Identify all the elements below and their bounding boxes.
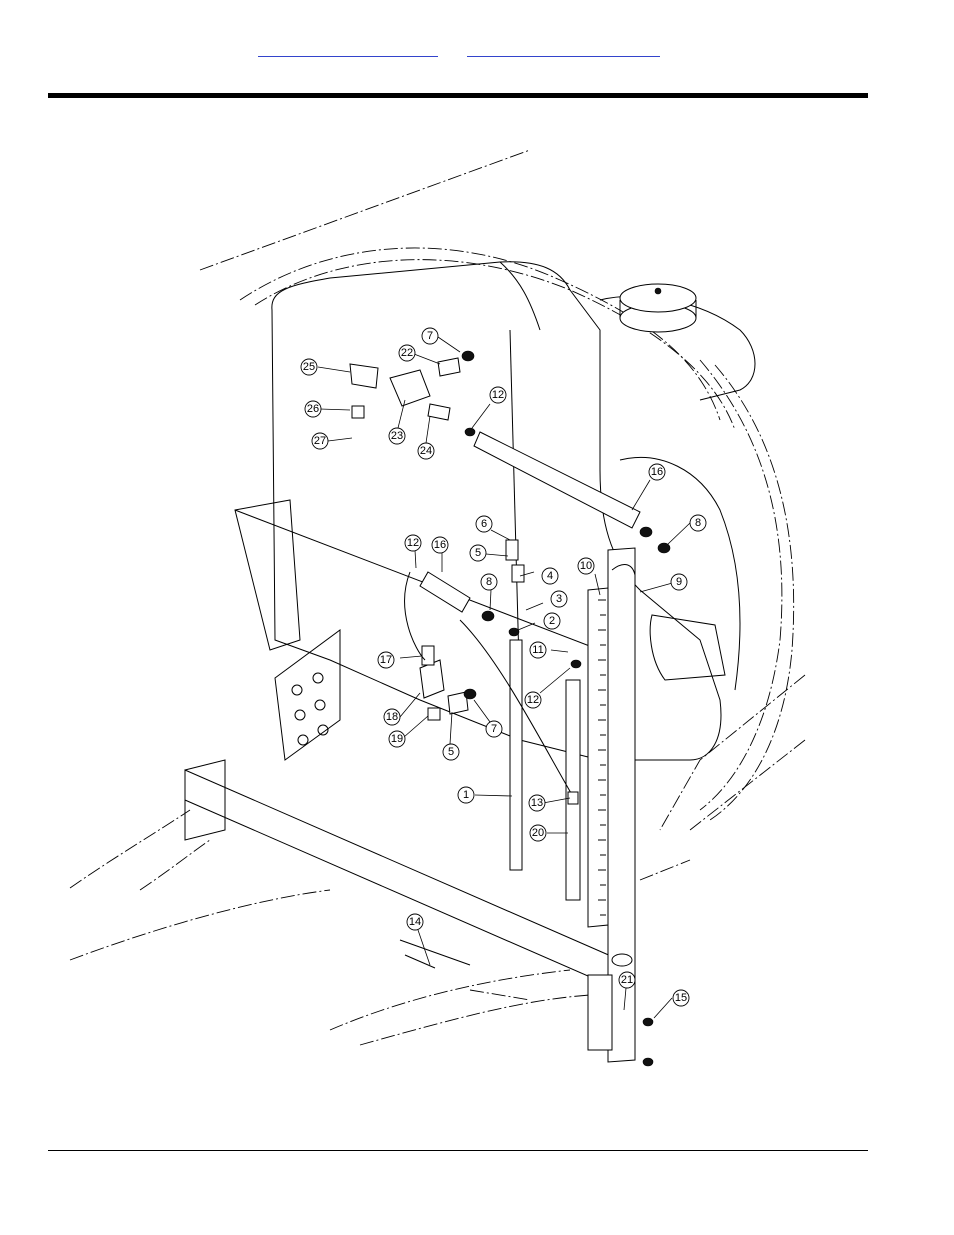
callout-4: 4	[541, 567, 559, 585]
svg-text:16: 16	[651, 466, 663, 478]
gauge-scale-ticks	[598, 599, 606, 916]
callout-14: 14	[406, 913, 424, 931]
svg-text:25: 25	[303, 361, 315, 373]
callouts: 1 2 3 4 5 6 7 8 9 10 11 12 13 14 15 16 1…	[300, 327, 707, 1007]
callout-2: 2	[543, 612, 561, 630]
svg-text:12: 12	[492, 389, 504, 401]
svg-text:18: 18	[386, 711, 398, 723]
svg-text:7: 7	[491, 723, 497, 735]
callout-5a: 5	[469, 544, 487, 562]
svg-text:4: 4	[547, 570, 553, 582]
callout-25: 25	[300, 358, 318, 376]
svg-text:8: 8	[695, 517, 701, 529]
svg-text:24: 24	[420, 445, 432, 457]
svg-text:8: 8	[486, 576, 492, 588]
callout-21: 21	[618, 971, 636, 989]
svg-text:6: 6	[481, 518, 487, 530]
callout-16b: 16	[431, 536, 449, 554]
callout-1: 1	[457, 786, 475, 804]
leader-lines	[317, 336, 691, 1019]
diagram-panel	[65, 142, 805, 1075]
callout-18: 18	[383, 708, 401, 726]
callout-24: 24	[417, 442, 435, 460]
svg-text:5: 5	[475, 547, 481, 559]
sight-gauge	[509, 547, 636, 1063]
callout-13: 13	[528, 794, 546, 812]
callout-3: 3	[550, 590, 568, 608]
svg-text:14: 14	[409, 916, 421, 928]
callout-17: 17	[377, 651, 395, 669]
svg-text:2: 2	[549, 615, 555, 627]
fittings	[349, 350, 671, 1067]
header-link-2[interactable]	[467, 42, 660, 57]
callout-12c: 12	[524, 691, 542, 709]
callout-16a: 16	[648, 463, 666, 481]
callout-9: 9	[670, 573, 688, 591]
callout-19: 19	[388, 730, 406, 748]
callout-6: 6	[475, 515, 493, 533]
svg-text:12: 12	[527, 694, 539, 706]
callout-27: 27	[311, 432, 329, 450]
svg-text:19: 19	[391, 733, 403, 745]
svg-text:12: 12	[407, 537, 419, 549]
callout-8a: 8	[689, 514, 707, 532]
callout-12b: 12	[404, 534, 422, 552]
callout-12a: 12	[489, 386, 507, 404]
svg-text:13: 13	[531, 797, 543, 809]
svg-text:17: 17	[380, 654, 392, 666]
svg-text:9: 9	[676, 576, 682, 588]
svg-text:1: 1	[463, 789, 469, 801]
callout-15: 15	[672, 989, 690, 1007]
callout-11: 11	[529, 641, 547, 659]
svg-text:21: 21	[621, 974, 633, 986]
header-rule	[48, 93, 868, 98]
filler-cap	[619, 283, 697, 333]
callout-22: 22	[398, 344, 416, 362]
footer-rule	[48, 1150, 868, 1151]
svg-text:11: 11	[532, 644, 543, 656]
callout-20: 20	[529, 824, 547, 842]
svg-text:15: 15	[675, 992, 687, 1004]
svg-text:3: 3	[556, 593, 562, 605]
svg-text:27: 27	[314, 435, 326, 447]
callout-7a: 7	[421, 327, 439, 345]
svg-text:23: 23	[391, 430, 403, 442]
header-link-1[interactable]	[258, 42, 438, 57]
callout-10: 10	[577, 557, 595, 575]
phantom-outlines	[69, 149, 806, 1046]
callout-23: 23	[388, 427, 406, 445]
svg-text:16: 16	[434, 539, 446, 551]
callout-8b: 8	[480, 573, 498, 591]
svg-text:7: 7	[427, 330, 433, 342]
callout-5b: 5	[442, 743, 460, 761]
svg-text:22: 22	[401, 347, 413, 359]
svg-text:5: 5	[448, 746, 454, 758]
callout-7b: 7	[485, 720, 503, 738]
callout-26: 26	[304, 400, 322, 418]
svg-text:10: 10	[580, 560, 592, 572]
svg-text:20: 20	[532, 827, 544, 839]
svg-text:26: 26	[307, 403, 319, 415]
